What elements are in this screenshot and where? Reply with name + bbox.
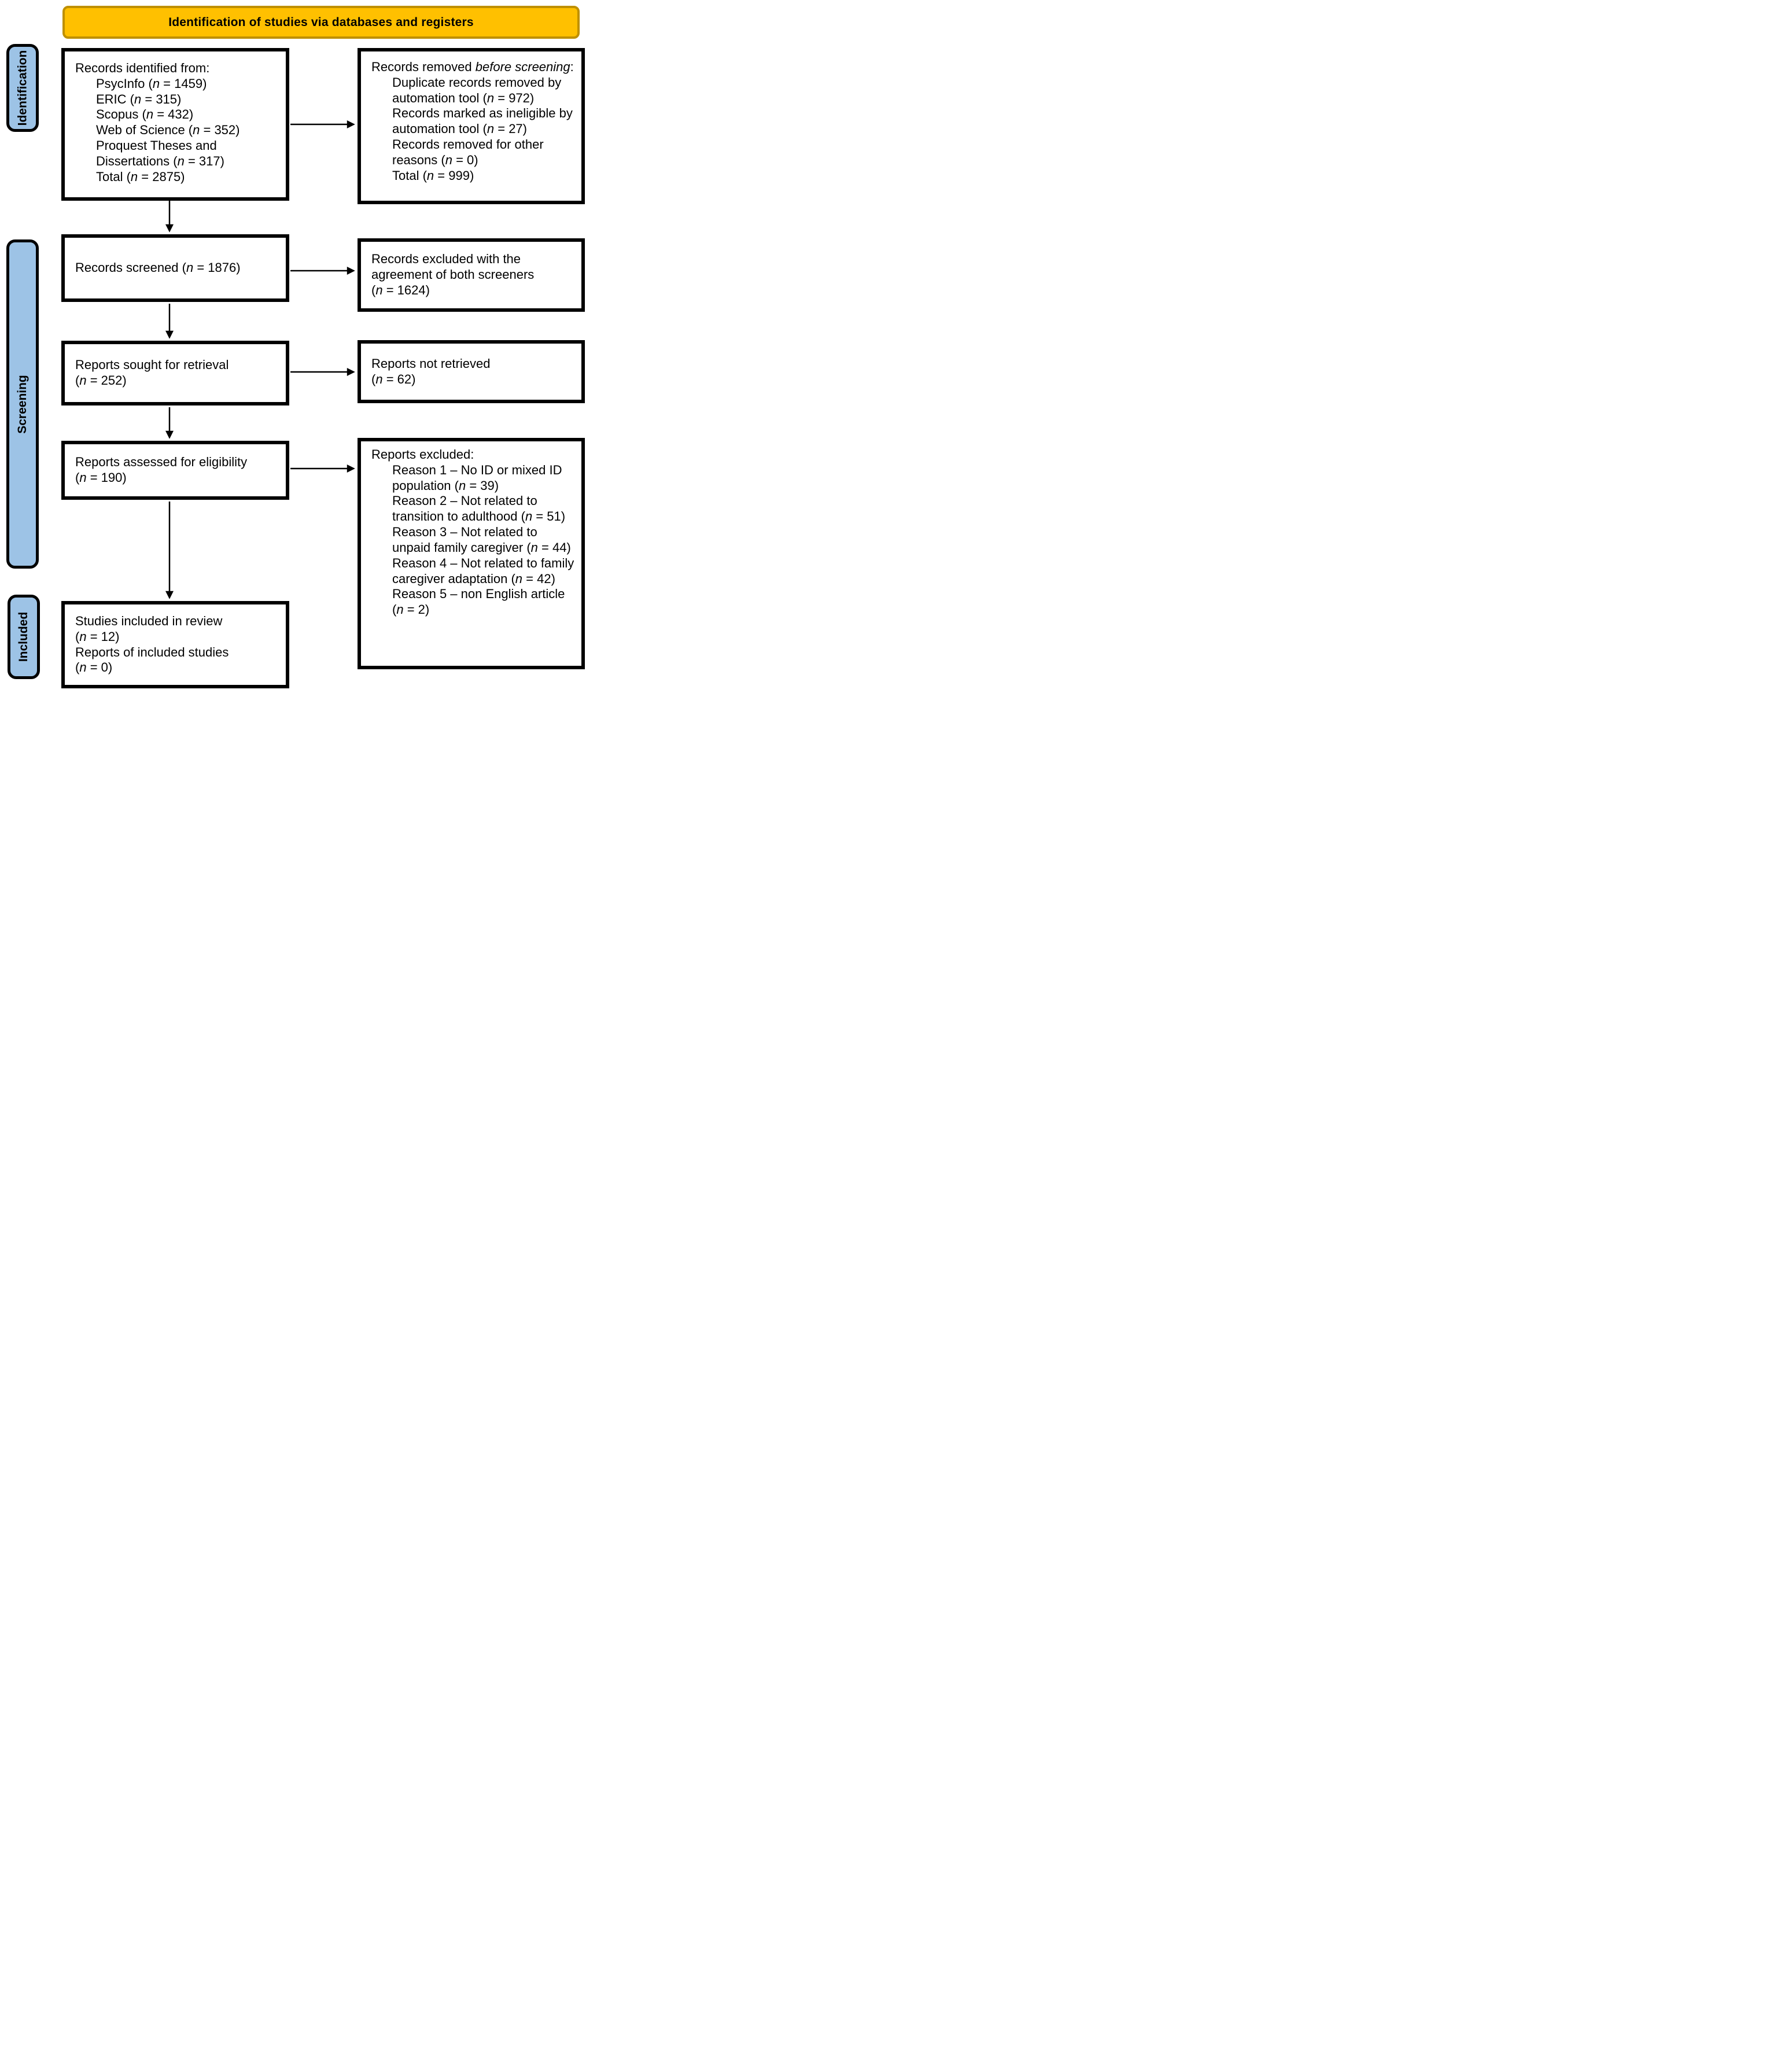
- text-line: Records removed for other reasons (n = 0…: [392, 137, 544, 167]
- text-line: Reports sought for retrieval: [75, 357, 229, 373]
- text-line: ERIC (n = 315): [96, 91, 182, 106]
- text-line: Proquest Theses and Dissertations (n = 3…: [96, 138, 224, 168]
- text-line: (n = 0): [75, 660, 113, 675]
- box-reports-assessed: Reports assessed for eligibility(n = 190…: [61, 441, 289, 500]
- stage-identification: Identification: [6, 44, 39, 132]
- text-line: Reason 5 – non English article (n = 2): [392, 587, 565, 617]
- text-line: Reason 1 – No ID or mixed ID population …: [392, 462, 562, 493]
- box-reports-not-retrieved: Reports not retrieved(n = 62): [358, 340, 585, 403]
- text-line: Total (n = 999): [392, 168, 474, 183]
- banner: Identification of studies via databases …: [62, 6, 580, 39]
- box-studies-included: Studies included in review(n = 12)Report…: [61, 601, 289, 688]
- text-line: Records marked as ineligible by automati…: [392, 106, 573, 137]
- stage-identification-label: Identification: [16, 50, 30, 126]
- text-line: Reports assessed for eligibility: [75, 455, 248, 470]
- box-records-screened: Records screened (n = 1876): [61, 234, 289, 302]
- text-line: agreement of both screeners: [371, 267, 535, 282]
- text-line: Reports not retrieved: [371, 356, 491, 371]
- text-line: Total (n = 2875): [96, 169, 185, 184]
- prisma-flow-diagram: Identification of studies via databases …: [0, 0, 588, 691]
- text-line: Web of Science (n = 352): [96, 123, 240, 138]
- text-line: Duplicate records removed by automation …: [392, 75, 562, 105]
- text-line: PsycInfo (n = 1459): [96, 76, 207, 91]
- text-line: (n = 190): [75, 470, 127, 485]
- text-line: Reason 2 – Not related to transition to …: [392, 493, 566, 524]
- stage-screening: Screening: [6, 239, 39, 569]
- box-records-removed-before-screening: Records removed before screening:Duplica…: [358, 48, 585, 204]
- banner-title: Identification of studies via databases …: [168, 15, 474, 29]
- stage-included-label: Included: [17, 611, 30, 662]
- text-line: Reason 3 – Not related to unpaid family …: [392, 525, 571, 555]
- box-records-identified: Records identified from:PsycInfo (n = 14…: [61, 48, 289, 201]
- box-reports-excluded: Reports excluded:Reason 1 – No ID or mix…: [358, 438, 585, 669]
- text-line: Reports excluded:: [371, 447, 474, 462]
- text-line: (n = 1624): [371, 282, 430, 297]
- text-line: Records removed before screening:: [371, 60, 574, 74]
- text-line: Records screened (n = 1876): [75, 260, 241, 275]
- text-line: (n = 252): [75, 373, 127, 388]
- text-line: Records excluded with the: [371, 252, 521, 267]
- text-line: Records identified from:: [75, 61, 210, 75]
- stage-screening-label: Screening: [16, 374, 30, 434]
- box-reports-sought: Reports sought for retrieval(n = 252): [61, 341, 289, 405]
- text-line: (n = 62): [371, 371, 416, 386]
- text-line: (n = 12): [75, 629, 120, 644]
- text-line: Reason 4 – Not related to family caregiv…: [392, 555, 574, 586]
- text-line: Reports of included studies: [75, 644, 229, 659]
- text-line: Studies included in review: [75, 614, 223, 628]
- text-line: Scopus (n = 432): [96, 107, 194, 122]
- stage-included: Included: [8, 595, 40, 679]
